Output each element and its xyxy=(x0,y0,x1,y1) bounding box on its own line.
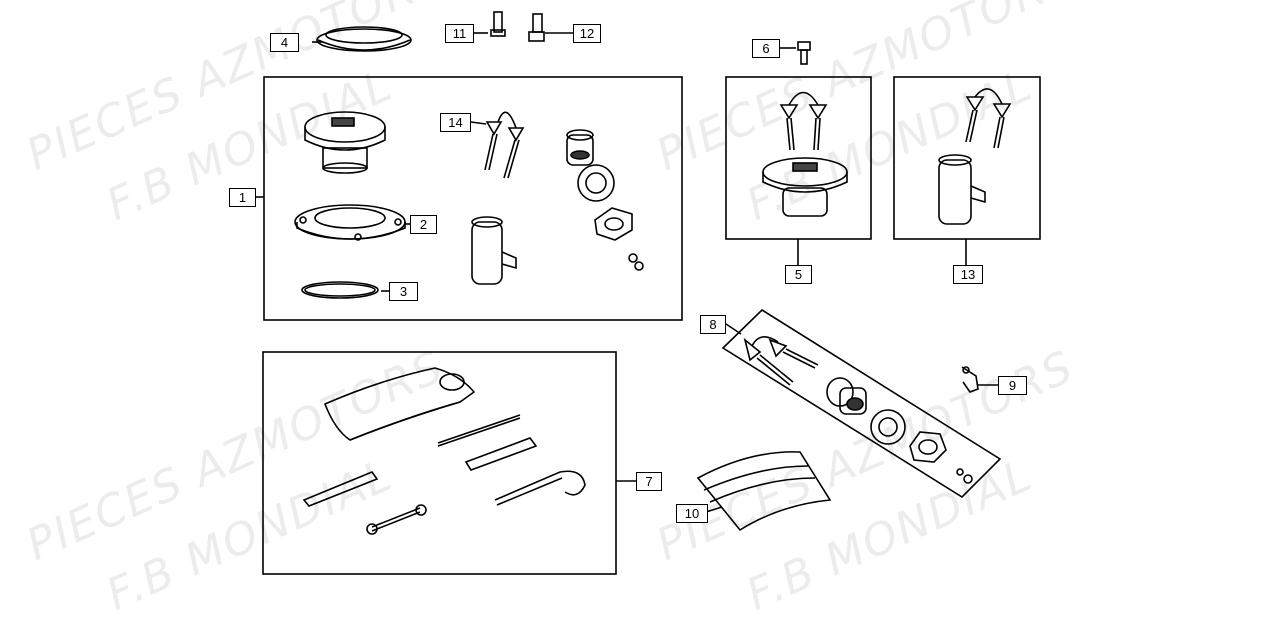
part-8-lockwasher xyxy=(870,409,906,445)
callout-10: 10 xyxy=(676,504,708,523)
part-12-valve xyxy=(528,13,545,42)
part-11-bolt xyxy=(490,11,506,37)
part-7-tool-pouch xyxy=(323,367,476,441)
callout-2: 2 xyxy=(410,215,437,234)
callout-6: 6 xyxy=(752,39,780,58)
part-3-oring xyxy=(301,281,379,299)
callout-5: 5 xyxy=(785,265,812,284)
callout-9: 9 xyxy=(998,376,1027,395)
parts-diagram: PIECES AZMOTORS F.B MONDIAL PIECES AZMOT… xyxy=(19,0,1081,621)
diagram-drawing xyxy=(256,11,1041,575)
part-lockwasher-box1 xyxy=(577,164,615,202)
callout-7: 7 xyxy=(636,472,662,491)
part-6-screw xyxy=(797,41,811,65)
part-1-fuel-cap xyxy=(304,111,386,174)
callout-1: 1 xyxy=(229,188,256,207)
callout-8: 8 xyxy=(700,315,726,334)
part-8-lock-cylinder xyxy=(826,377,867,415)
part-7-socket-wrench xyxy=(302,437,538,507)
callout-3: 3 xyxy=(389,282,418,301)
part-nut-box1 xyxy=(594,207,633,241)
part-5-keys xyxy=(779,91,828,151)
callout-14: 14 xyxy=(440,113,471,132)
part-14-keys xyxy=(484,111,525,179)
part-5-fuel-cap xyxy=(762,157,848,217)
part-10-pad xyxy=(696,451,832,532)
part-13-keys xyxy=(965,88,1012,149)
callout-11: 11 xyxy=(445,24,474,43)
part-small-screws-box1 xyxy=(628,253,644,271)
part-9-bracket xyxy=(961,366,979,393)
part-8-keys xyxy=(743,336,819,386)
group-box-13 xyxy=(893,76,1041,240)
callout-4: 4 xyxy=(270,33,299,52)
part-4-cap-ring xyxy=(316,26,412,52)
part-lock-barrel-box1 xyxy=(471,216,517,285)
part-7-small-spanner xyxy=(366,504,427,535)
part-7-screwdriver-rod xyxy=(437,414,521,447)
callout-13: 13 xyxy=(953,265,983,284)
part-13-lock-barrel xyxy=(938,154,986,225)
group-box-1 xyxy=(263,76,683,321)
part-lock-cylinder-box1 xyxy=(566,129,594,166)
group-box-8 xyxy=(721,308,1002,499)
part-2-flange xyxy=(294,204,406,241)
part-8-small-screws xyxy=(956,468,973,484)
group-box-7 xyxy=(262,351,617,575)
part-8-nut xyxy=(909,431,947,463)
part-7-hook-spanner xyxy=(494,470,586,506)
callout-12: 12 xyxy=(573,24,601,43)
